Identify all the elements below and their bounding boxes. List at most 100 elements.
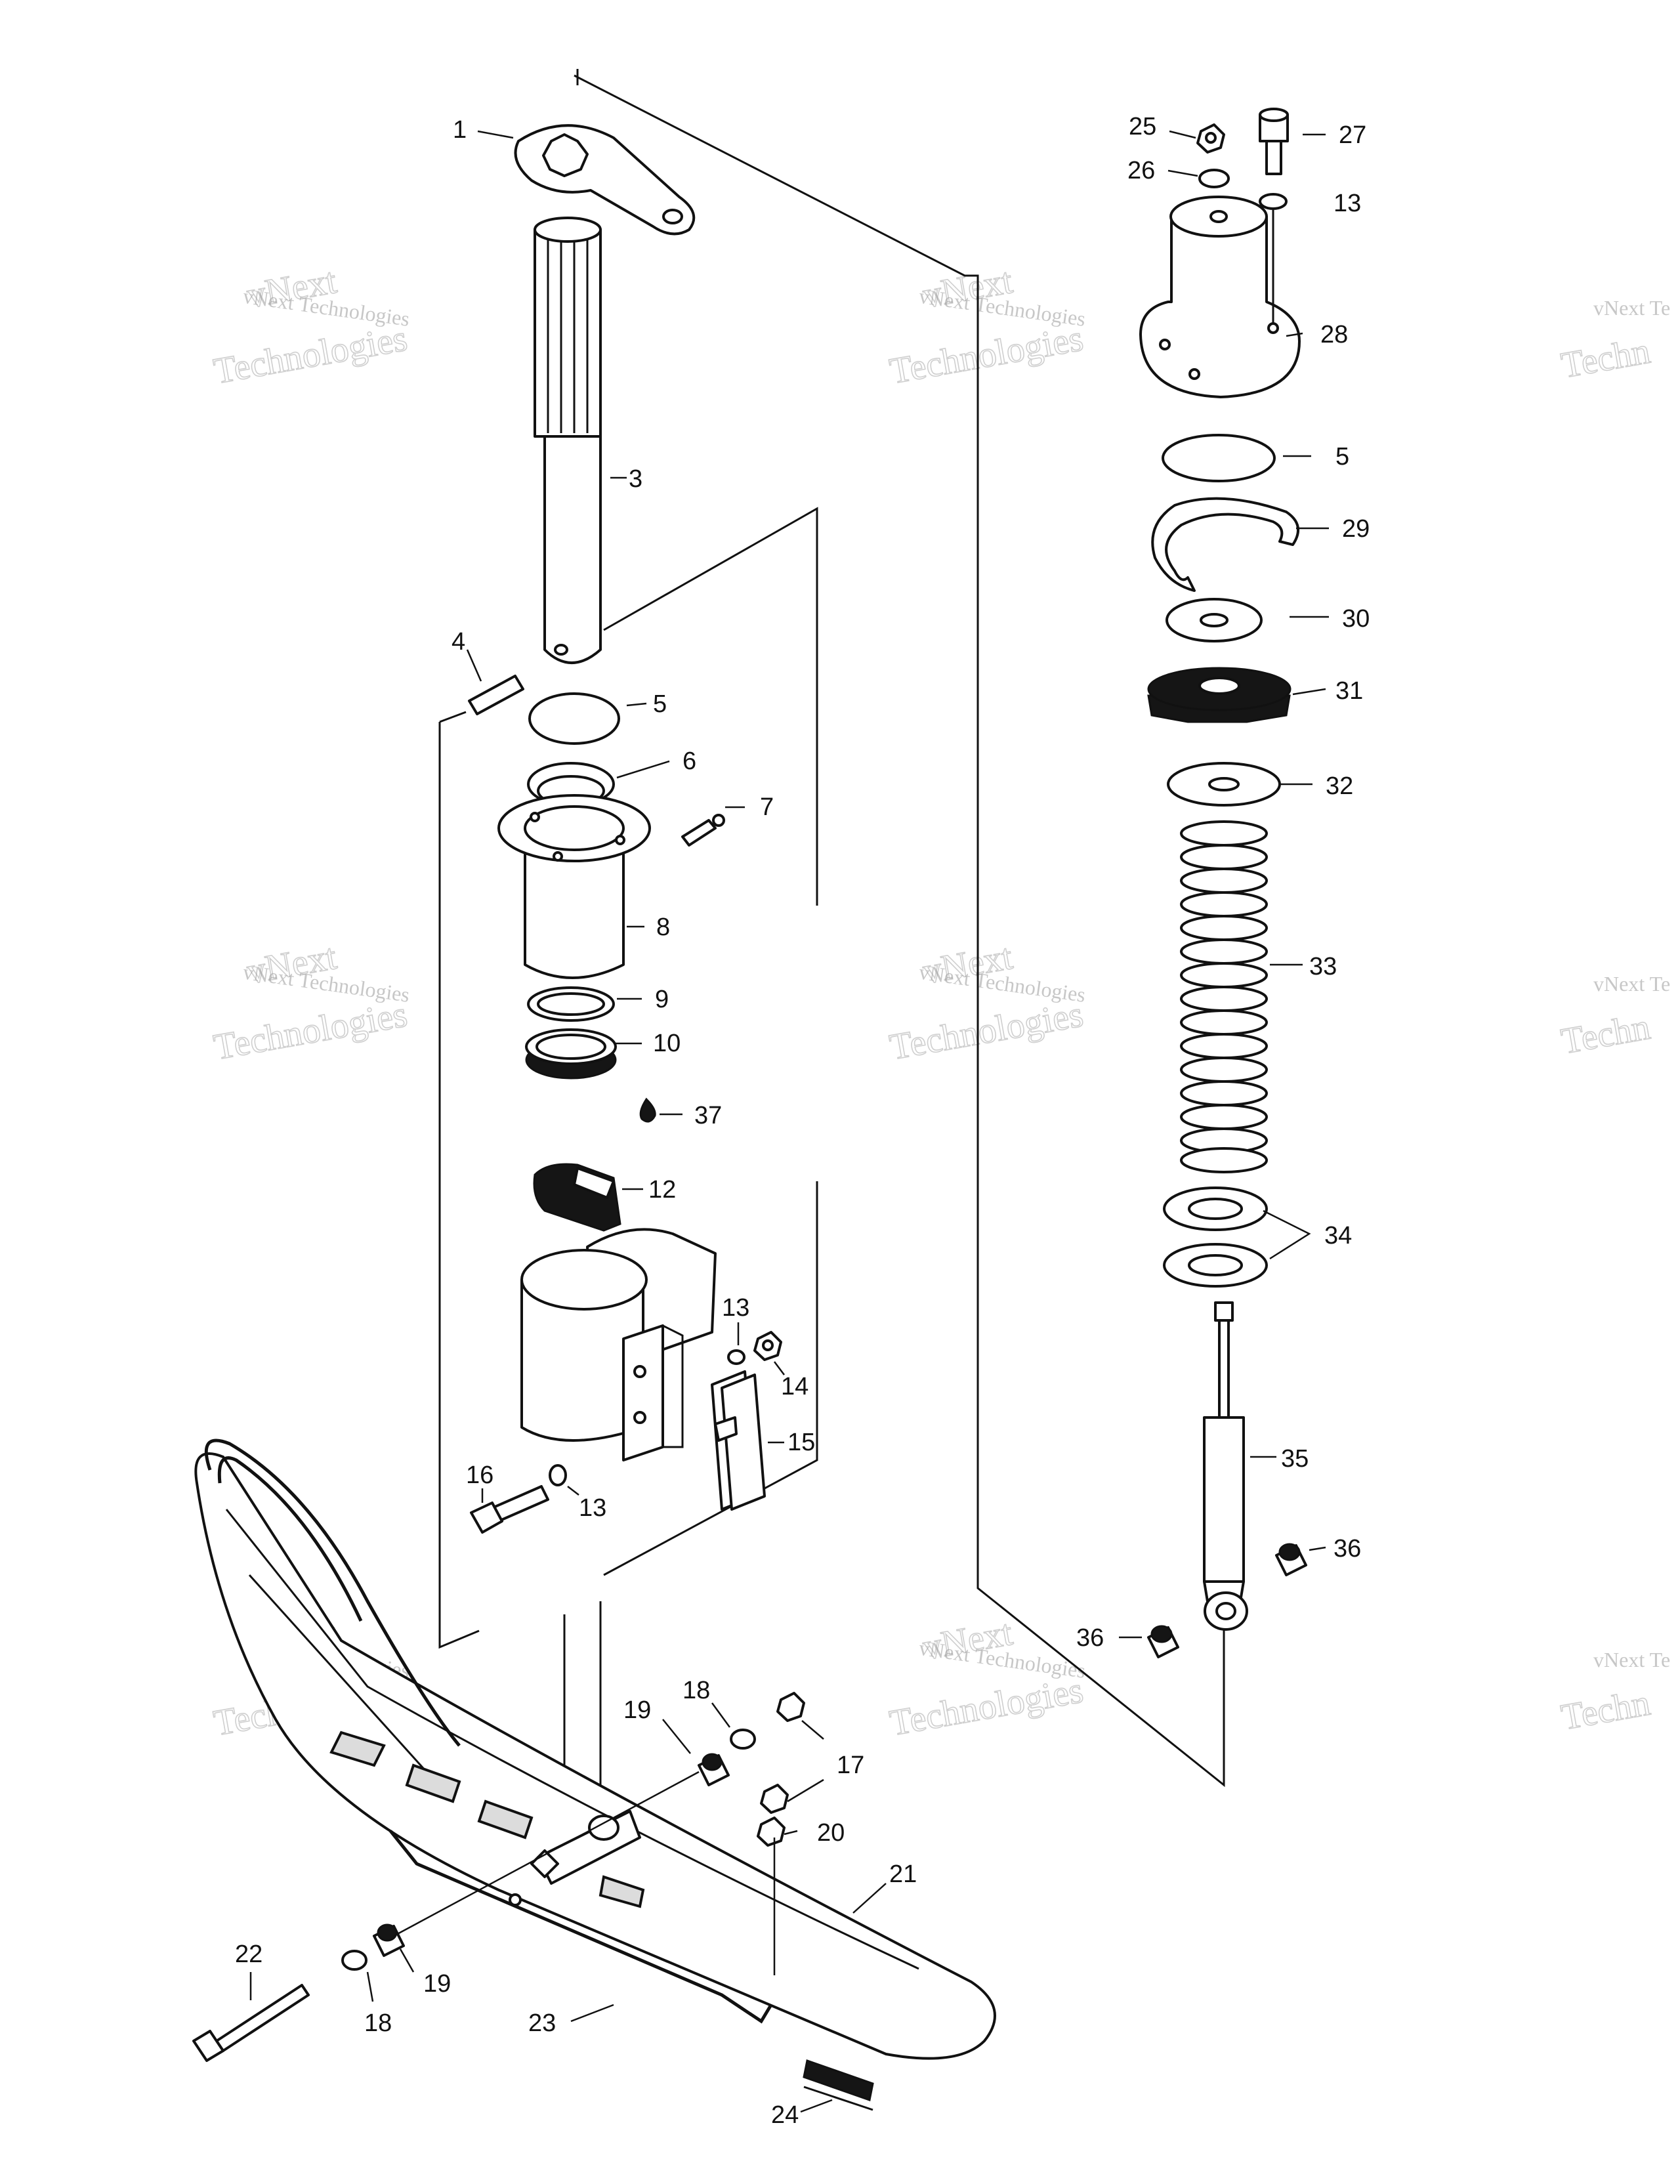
callout-19-left: 19 bbox=[423, 1970, 451, 1998]
svg-text:Techn: Techn bbox=[1558, 1683, 1653, 1738]
part-37-grease-drop bbox=[639, 1097, 656, 1123]
callout-13-upper: 13 bbox=[722, 1294, 749, 1322]
callout-6: 6 bbox=[682, 747, 696, 775]
svg-text:vNext Te: vNext Te bbox=[1593, 1648, 1670, 1671]
part-18-washer-left bbox=[341, 1950, 368, 1971]
part-22-long-bolt bbox=[192, 1984, 310, 2062]
part-34-washers bbox=[1163, 1186, 1268, 1288]
watermark-mid-center: vNext Technologies vNext Technologies bbox=[886, 936, 1087, 1068]
callout-labels: 1 3 4 5 6 7 8 9 10 37 12 13 14 15 16 13 … bbox=[235, 113, 1370, 2129]
part-4-pin bbox=[468, 675, 524, 715]
part-ski-saddle bbox=[530, 1810, 641, 1885]
watermark-top-left: vNext Technologies vNext Technologies bbox=[210, 260, 411, 392]
callout-9: 9 bbox=[655, 986, 669, 1013]
svg-text:vNext Te: vNext Te bbox=[1593, 296, 1670, 320]
part-8-steering-housing bbox=[497, 794, 651, 979]
callout-12: 12 bbox=[648, 1176, 676, 1204]
callout-28: 28 bbox=[1320, 321, 1348, 348]
callout-8: 8 bbox=[656, 914, 670, 941]
svg-text:Techn: Techn bbox=[1558, 1007, 1653, 1062]
callout-31: 31 bbox=[1335, 677, 1363, 705]
part-15-shim-plates bbox=[711, 1370, 766, 1511]
svg-text:Technologies: Technologies bbox=[887, 318, 1086, 392]
callout-36-lower: 36 bbox=[1076, 1624, 1104, 1652]
callout-5-right: 5 bbox=[1335, 443, 1349, 471]
callout-34: 34 bbox=[1324, 1222, 1352, 1250]
callout-18-left: 18 bbox=[364, 2009, 392, 2037]
part-3-steering-shaft bbox=[534, 217, 602, 664]
part-14-nut bbox=[753, 1331, 782, 1361]
part-20-nut bbox=[757, 1816, 786, 1847]
callout-33: 33 bbox=[1309, 953, 1337, 980]
callout-37: 37 bbox=[694, 1102, 722, 1129]
watermark-right-edge: vNext Te Techn vNext Te Techn vNext Te T… bbox=[1558, 296, 1671, 1738]
svg-text:Technologies: Technologies bbox=[887, 994, 1086, 1068]
part-36-bushing-lower bbox=[1147, 1625, 1179, 1658]
part-24-carbide-runner bbox=[803, 2059, 874, 2111]
callout-23: 23 bbox=[528, 2009, 556, 2037]
callout-13-lower: 13 bbox=[579, 1494, 606, 1522]
part-9-ring bbox=[527, 986, 615, 1022]
part-10-bearing bbox=[525, 1028, 617, 1080]
part-29-snap-ring bbox=[1151, 497, 1299, 592]
callout-14: 14 bbox=[781, 1373, 808, 1400]
callout-17: 17 bbox=[837, 1752, 864, 1779]
callout-3: 3 bbox=[629, 465, 642, 493]
callout-24: 24 bbox=[771, 2101, 799, 2129]
part-19-bushing-right bbox=[698, 1753, 730, 1786]
part-31-spring-seat bbox=[1147, 667, 1292, 723]
watermark-top-center: vNext Technologies vNext Technologies bbox=[886, 260, 1087, 392]
callout-7: 7 bbox=[760, 793, 774, 821]
part-11-spindle-housing bbox=[520, 1228, 717, 1461]
part-19-bushing-left bbox=[373, 1923, 405, 1957]
part-13-washer-upper bbox=[727, 1349, 746, 1365]
part-ski-loop-handle bbox=[204, 1438, 461, 1747]
callout-19-right: 19 bbox=[623, 1696, 651, 1724]
part-33-coil-spring bbox=[1180, 820, 1268, 1173]
callout-15: 15 bbox=[788, 1429, 815, 1456]
part-32-washer bbox=[1167, 762, 1281, 807]
part-13-washer-lower bbox=[549, 1464, 567, 1486]
part-17-nut-lower bbox=[760, 1784, 789, 1814]
callout-20: 20 bbox=[817, 1819, 845, 1847]
watermark-low-center: vNext Technologies vNext Technologies bbox=[886, 1612, 1087, 1744]
part-16-bolt bbox=[470, 1485, 549, 1534]
part-12-bump-stop bbox=[533, 1163, 621, 1232]
part-13-washer-right bbox=[1259, 193, 1288, 210]
watermark-mid-left: vNext Technologies vNext Technologies bbox=[210, 936, 411, 1068]
part-23-wear-bar bbox=[389, 1830, 773, 2024]
part-27-cap-screw bbox=[1259, 108, 1289, 175]
part-30-washer bbox=[1166, 598, 1263, 642]
callout-10: 10 bbox=[653, 1030, 681, 1057]
part-1-spanner-wrench bbox=[514, 124, 696, 236]
callout-29: 29 bbox=[1342, 515, 1370, 543]
part-36-bushing-upper bbox=[1275, 1543, 1307, 1576]
callout-1: 1 bbox=[453, 116, 467, 144]
svg-text:Techn: Techn bbox=[1558, 331, 1653, 387]
callout-36-upper: 36 bbox=[1334, 1535, 1361, 1563]
assembly-frame-lines bbox=[438, 69, 1225, 1824]
svg-text:Technologies: Technologies bbox=[211, 318, 410, 392]
svg-text:Technologies: Technologies bbox=[211, 994, 410, 1068]
callout-30: 30 bbox=[1342, 605, 1370, 633]
part-28-upper-mount bbox=[1139, 196, 1301, 398]
callout-4: 4 bbox=[452, 628, 465, 656]
part-17-nut-upper bbox=[776, 1692, 805, 1722]
part-18-washer-right bbox=[730, 1729, 756, 1750]
svg-text:vNext Te: vNext Te bbox=[1593, 972, 1670, 996]
callout-32: 32 bbox=[1326, 772, 1353, 800]
part-5-o-ring-right bbox=[1162, 434, 1276, 482]
callout-27: 27 bbox=[1339, 121, 1366, 149]
leader-lines bbox=[249, 130, 1329, 2113]
part-7-grease-fitting bbox=[681, 814, 725, 847]
callout-13-right: 13 bbox=[1334, 190, 1361, 217]
part-5-o-ring bbox=[528, 692, 620, 745]
part-25-nut bbox=[1196, 123, 1225, 154]
callout-21: 21 bbox=[889, 1860, 917, 1888]
callout-25: 25 bbox=[1129, 113, 1156, 140]
part-26-washer bbox=[1198, 169, 1230, 188]
svg-text:Technologies: Technologies bbox=[887, 1670, 1086, 1744]
callout-26: 26 bbox=[1127, 157, 1155, 184]
callout-18-right: 18 bbox=[682, 1677, 710, 1704]
